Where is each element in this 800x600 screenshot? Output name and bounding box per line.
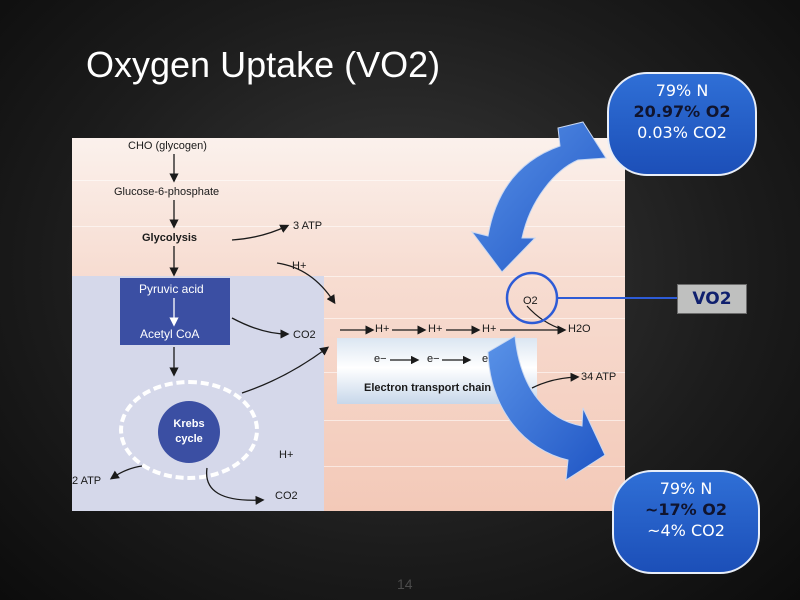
h2o-label: H2O xyxy=(568,323,591,335)
acetyl-label: Acetyl CoA xyxy=(140,327,200,341)
co2-label: CO2 xyxy=(293,329,316,341)
electron-label: e− xyxy=(374,353,387,365)
atp3-label: 3 ATP xyxy=(293,220,323,232)
inspired-co2: 0.03% CO2 xyxy=(637,123,727,142)
expired-co2: ~4% CO2 xyxy=(647,521,725,540)
atp34-label: 34 ATP xyxy=(581,371,617,383)
expired-o2: ~17% O2 xyxy=(644,500,727,519)
slide-title: Oxygen Uptake (VO2) xyxy=(86,44,441,85)
krebs-cycle: Krebs cycle xyxy=(158,401,220,463)
diagram-band xyxy=(72,180,625,181)
page-number: 14 xyxy=(397,576,413,592)
diagram-band xyxy=(72,466,625,467)
o2-highlight-circle xyxy=(505,271,559,325)
o2-diagram-label: O2 xyxy=(523,295,538,307)
inspired-air-bubble: 79% N 20.97% O2 0.03% CO2 xyxy=(607,72,757,176)
atp2-label: 2 ATP xyxy=(72,475,102,487)
etc-label: Electron transport chain xyxy=(364,382,492,394)
inflow-arrow-icon xyxy=(470,121,607,273)
vo2-label: VO2 xyxy=(677,284,747,314)
expired-air-bubble: 79% N ~17% O2 ~4% CO2 xyxy=(612,470,760,574)
etc-h-plus: H+ xyxy=(428,323,443,335)
krebs-ring xyxy=(119,380,259,480)
h-plus-label: H+ xyxy=(292,260,307,272)
diagram-band xyxy=(72,226,625,227)
krebs-line-2: cycle xyxy=(175,433,203,445)
etc-h-plus: H+ xyxy=(375,323,390,335)
electron-label: e− xyxy=(427,353,440,365)
cho-label: CHO (glycogen) xyxy=(128,140,207,152)
krebs-line-1: Krebs xyxy=(173,418,205,430)
diagram-band xyxy=(72,318,625,319)
pathway-arrows xyxy=(109,154,580,505)
pyruvic-label: Pyruvic acid xyxy=(139,282,204,296)
krebs-h-plus: H+ xyxy=(279,449,294,461)
outflow-arrow-icon xyxy=(487,335,606,481)
expired-n2: 79% N xyxy=(659,479,713,498)
co2-bottom-label: CO2 xyxy=(275,490,298,502)
pyruvate-box xyxy=(120,278,230,345)
g6p-label: Glucose-6-phosphate xyxy=(114,186,220,198)
diagram-band xyxy=(72,420,625,421)
inspired-n2: 79% N xyxy=(655,81,709,100)
diagram-band xyxy=(72,276,625,277)
inspired-o2: 20.97% O2 xyxy=(633,102,731,121)
glycolysis-label: Glycolysis xyxy=(142,232,198,244)
etc-h-plus: H+ xyxy=(482,323,497,335)
